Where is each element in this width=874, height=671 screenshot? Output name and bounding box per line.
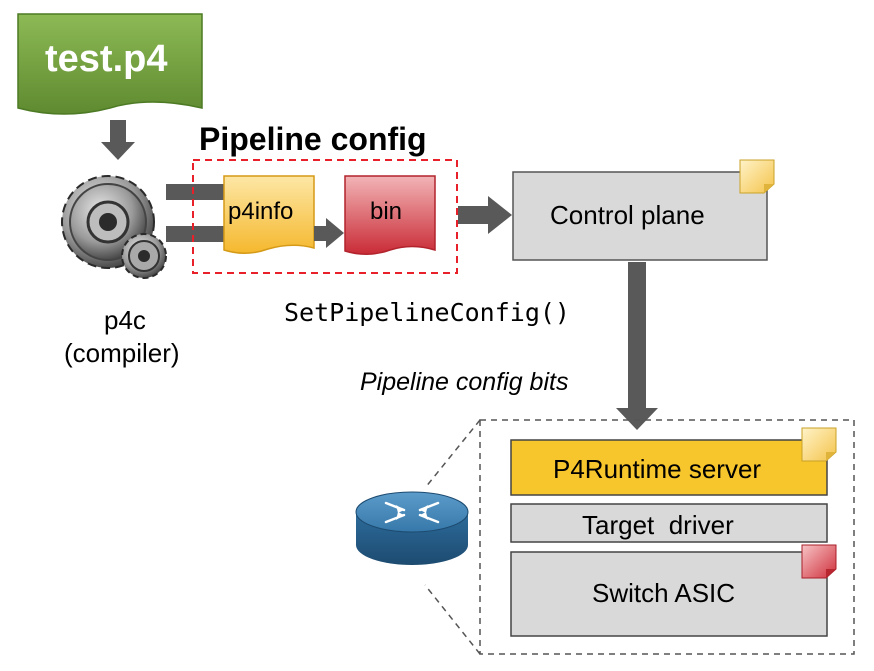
pipeline-config-title: Pipeline config [199,121,427,157]
rpc-payload-label: Pipeline config bits [360,368,569,396]
arrow-p4info-to-bin [314,218,344,248]
bin-document [344,175,436,255]
target-driver-box [510,503,828,543]
bin-label: bin [370,198,403,225]
compiler-description: (compiler) [64,338,180,368]
gear-icon [61,175,167,279]
switch-asic-label: Switch ASIC [592,578,736,608]
arrow-compiler-to-p4info [166,184,226,242]
source-file-label: test.p4 [45,38,168,80]
control-plane-box [512,171,768,261]
compiler-name: p4c [104,305,146,335]
p4runtime-server-box [510,439,828,496]
switch-asic-box [510,551,828,637]
source-file-document [17,13,203,115]
p4runtime-server-note-icon [801,427,837,462]
arrow-source-to-compiler [101,120,135,160]
control-plane-note-icon [739,159,775,194]
p4runtime-server-label: P4Runtime server [553,454,762,484]
router-icon [355,491,469,565]
p4info-document [223,175,315,254]
rpc-call-label: SetPipelineConfig() [284,298,570,327]
p4info-label: p4info [228,198,294,225]
switch-asic-note-icon [801,544,837,579]
arrow-control-plane-to-switch [616,262,658,430]
target-driver-label: Target driver [582,510,734,540]
switch-container [424,419,855,655]
control-plane-label: Control plane [550,200,705,230]
arrow-config-to-control-plane [458,196,512,234]
pipeline-config-region [192,159,458,274]
